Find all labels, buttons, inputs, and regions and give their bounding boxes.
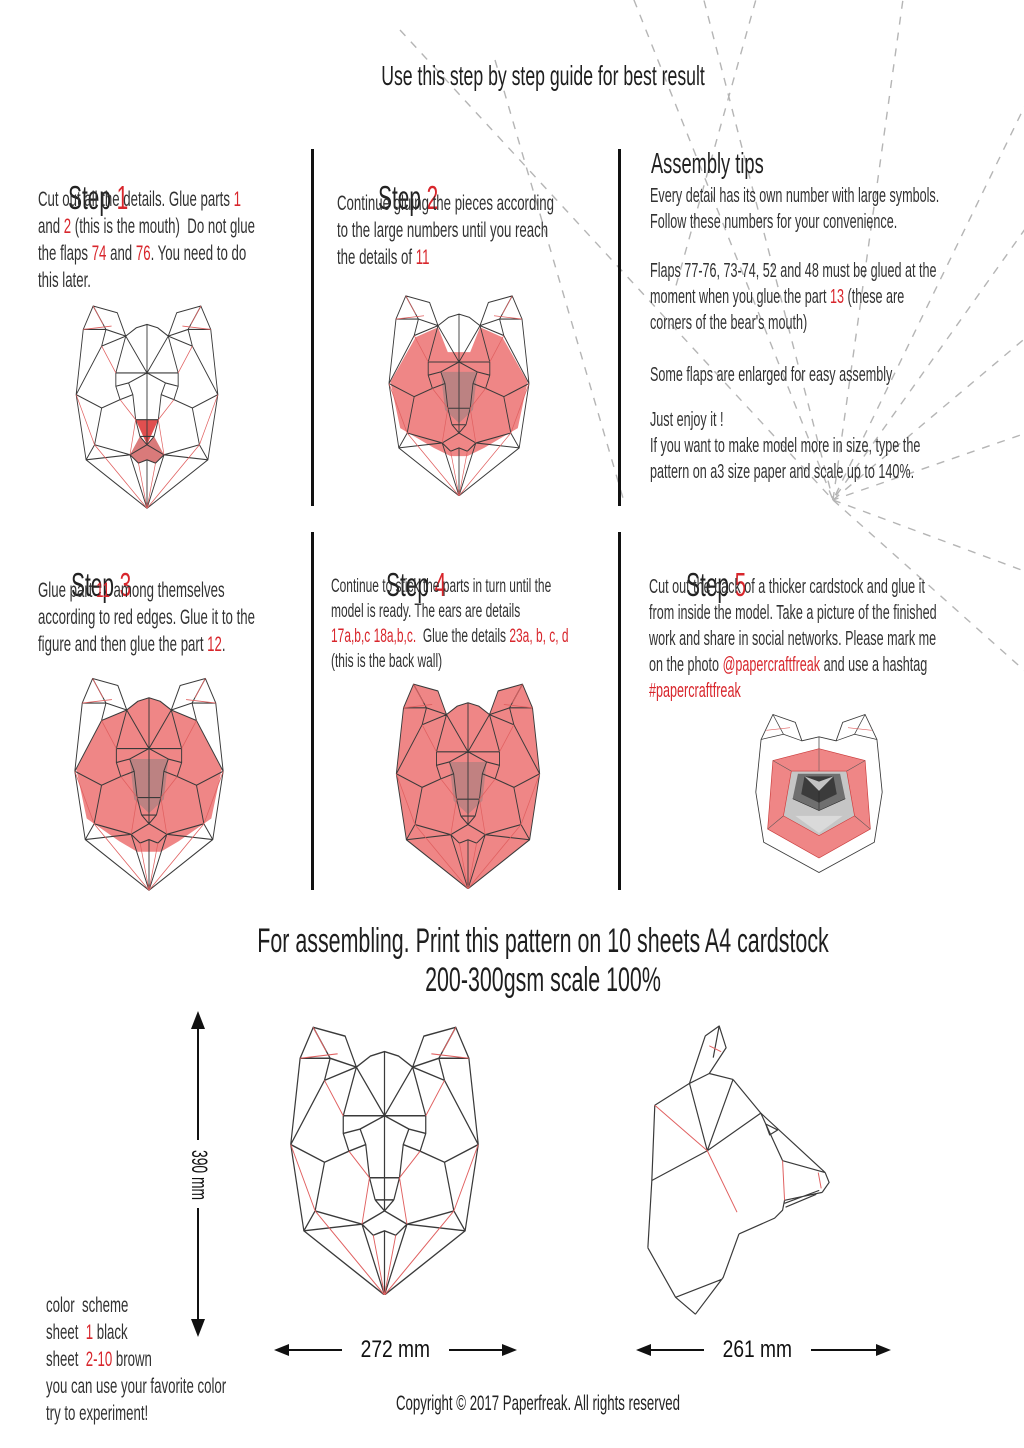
text-run: (this is the back wall) <box>331 651 443 672</box>
bear-front-figure-step-4 <box>395 683 541 889</box>
text-run: among themselves according to red edges.… <box>38 579 255 656</box>
step-3-description: Glue part 11 among themselves according … <box>38 577 416 658</box>
step-label: Step <box>686 566 735 603</box>
arrow-left-icon <box>274 1344 342 1356</box>
text-run: Every detail has its own number with lar… <box>650 185 940 233</box>
column-divider <box>618 149 621 506</box>
assembly-tips-paragraph: Flaps 77-76, 73-74, 52 and 48 must be gl… <box>650 258 1024 336</box>
step-number: 5 <box>734 566 747 603</box>
text-run: Just enjoy it ! If you want to make mode… <box>650 409 921 483</box>
height-dimension-arrow <box>191 1011 205 1337</box>
bear-front-figure-step-1 <box>75 305 219 509</box>
red-text-run: 76 <box>135 242 151 265</box>
front-width-label: 272 mm <box>360 1336 431 1363</box>
step-4-heading: Step 4 <box>363 528 446 642</box>
assembly-tips-paragraph: Some flaps are enlarged for easy assembl… <box>650 362 1024 388</box>
arrow-left-icon <box>636 1344 704 1356</box>
red-text-run: @papercraftfreak <box>722 654 821 676</box>
color-scheme-note: color scheme sheet 1 black sheet 2-10 br… <box>46 1292 361 1427</box>
step-2-description: Continue gluing the pieces according to … <box>337 190 715 271</box>
step-5-heading: Step 5 <box>663 528 746 642</box>
step-3-heading: Step 3 <box>48 528 131 642</box>
assembly-tips-paragraph: Just enjoy it ! If you want to make mode… <box>650 407 1024 485</box>
front-width-dimension: 272 mm <box>272 1336 519 1364</box>
red-text-run: 2 <box>63 215 72 238</box>
print-instructions: For assembling. Print this pattern on 10… <box>257 922 835 999</box>
side-width-dimension: 261 mm <box>634 1336 893 1364</box>
column-divider <box>311 149 314 506</box>
step-label: Step <box>68 179 117 216</box>
text-run: black sheet <box>46 1321 128 1371</box>
step-5-description: Cut out the back of a thicker cardstock … <box>649 574 1024 704</box>
bear-front-figure-step-3 <box>74 677 224 891</box>
text-run: Cut out all the details. Glue parts <box>38 188 234 211</box>
red-text-run: 2-10 <box>85 1348 113 1371</box>
column-divider <box>311 532 314 890</box>
bear-front-large-figure <box>290 1026 479 1296</box>
assembly-tips-paragraph: Every detail has its own number with lar… <box>650 183 1024 235</box>
text-run: and <box>38 215 61 238</box>
text-run: and use a hashtag <box>823 654 928 676</box>
text-run: Cut out the back of a thicker cardstock … <box>649 576 937 676</box>
step-2-heading: Step 2 <box>355 141 438 255</box>
red-text-run: 1 <box>85 1321 94 1344</box>
text-run: Continue gluing the pieces according to … <box>337 192 554 269</box>
bear-front-figure-step-2 <box>388 295 530 496</box>
text-run: Some flaps are enlarged for easy assembl… <box>650 364 893 386</box>
assembly-tips-heading: Assembly tips <box>651 148 764 180</box>
red-text-run: 17a,b,c 18a,b,c. <box>331 626 417 647</box>
red-text-run: #papercraftfreak <box>649 680 741 702</box>
text-run: . You need to do this later. <box>38 242 247 292</box>
red-text-run: 1 <box>233 188 241 211</box>
step-1-description: Cut out all the details. Glue parts 1 an… <box>38 186 416 294</box>
column-divider <box>618 532 621 890</box>
text-run: and <box>106 242 136 265</box>
red-text-run: 12 <box>207 633 222 656</box>
step-number: 1 <box>116 179 129 216</box>
height-dimension-label: 390 mm <box>187 1150 212 1201</box>
bear-back-figure-step-5 <box>755 713 883 873</box>
text-run: Glue part <box>38 579 97 602</box>
step-4-description: Continue to stick the parts in turn unti… <box>331 574 709 674</box>
bear-side-figure <box>647 1025 830 1315</box>
text-run: (these are corners of the bear's mouth) <box>650 286 905 334</box>
red-text-run: 13 <box>830 286 845 308</box>
step-number: 4 <box>434 566 447 603</box>
red-text-run: 11 <box>96 579 110 602</box>
red-text-run: 11 <box>415 246 430 269</box>
red-text-run: 23a, b, c, d <box>509 626 569 647</box>
text-run: . <box>221 633 226 656</box>
step-number: 3 <box>119 566 132 603</box>
text-run: (this is the mouth) Do not glue the flap… <box>38 215 255 265</box>
text-run: Flaps 77-76, 73-74, 52 and 48 must be gl… <box>650 260 937 308</box>
text-run: Continue to stick the parts in turn unti… <box>331 576 552 622</box>
text-run: color scheme sheet <box>46 1294 129 1344</box>
arrow-right-icon <box>448 1344 517 1356</box>
copyright-line: Copyright © 2017 Paperfreak. All rights … <box>395 1392 681 1415</box>
side-width-label: 261 mm <box>722 1336 793 1363</box>
step-label: Step <box>378 179 427 216</box>
red-text-run: 74 <box>91 242 107 265</box>
page-title: Use this step by step guide for best res… <box>381 60 705 91</box>
step-label: Step <box>386 566 435 603</box>
text-run: brown you can use your favorite color tr… <box>46 1348 227 1425</box>
step-label: Step <box>71 566 120 603</box>
step-1-heading: Step 1 <box>45 141 128 255</box>
step-number: 2 <box>426 179 439 216</box>
text-run: Glue the details <box>416 626 510 647</box>
arrow-right-icon <box>810 1344 891 1356</box>
